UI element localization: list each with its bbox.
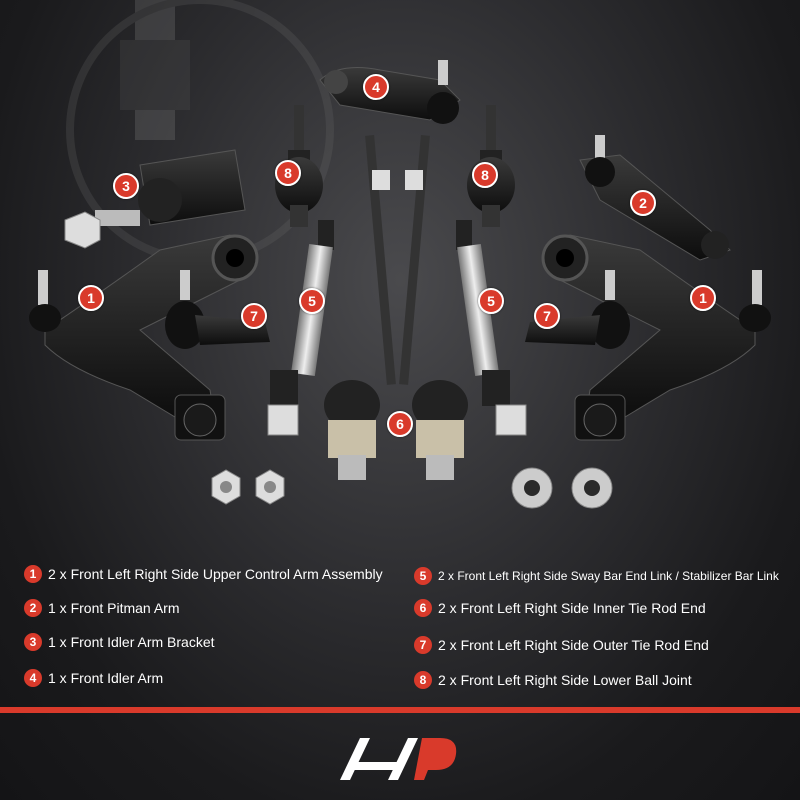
parts-legend: 1 2 x Front Left Right Side Upper Contro… — [0, 548, 800, 698]
callout-1-right: 1 — [690, 285, 716, 311]
legend-number-5: 5 — [414, 567, 432, 585]
legend-item-8: 8 2 x Front Left Right Side Lower Ball J… — [414, 671, 692, 689]
washers — [511, 467, 613, 509]
idler-arm-bracket — [64, 149, 246, 249]
callout-4: 4 — [363, 74, 389, 100]
legend-number-6: 6 — [414, 599, 432, 617]
legend-text-8: 2 x Front Left Right Side Lower Ball Joi… — [438, 672, 692, 688]
legend-item-7: 7 2 x Front Left Right Side Outer Tie Ro… — [414, 636, 709, 654]
legend-number-1: 1 — [24, 565, 42, 583]
legend-item-4: 4 1 x Front Idler Arm — [24, 669, 163, 687]
sway-bar-link-right — [456, 220, 527, 436]
legend-text-7: 2 x Front Left Right Side Outer Tie Rod … — [438, 637, 709, 653]
upper-control-arm-left — [29, 234, 259, 441]
legend-item-3: 3 1 x Front Idler Arm Bracket — [24, 633, 215, 651]
idler-arm — [319, 60, 461, 124]
callout-7-left: 7 — [241, 303, 267, 329]
legend-number-8: 8 — [414, 671, 432, 689]
callout-5-left: 5 — [299, 288, 325, 314]
hex-nuts — [211, 469, 285, 505]
legend-number-4: 4 — [24, 669, 42, 687]
legend-text-1: 2 x Front Left Right Side Upper Control … — [48, 566, 383, 582]
inner-tie-rod-left — [324, 135, 396, 480]
parts-illustration — [29, 0, 771, 509]
legend-text-2: 1 x Front Pitman Arm — [48, 600, 180, 616]
background-strut-graphic — [66, 0, 334, 264]
sway-bar-link-left — [267, 220, 334, 436]
legend-number-3: 3 — [24, 633, 42, 651]
brand-logo-icon — [340, 738, 457, 780]
callout-7-right: 7 — [534, 303, 560, 329]
legend-number-2: 2 — [24, 599, 42, 617]
callout-2: 2 — [630, 190, 656, 216]
callout-8-right: 8 — [472, 162, 498, 188]
callout-3: 3 — [113, 173, 139, 199]
legend-item-5: 5 2 x Front Left Right Side Sway Bar End… — [414, 567, 779, 585]
legend-text-6: 2 x Front Left Right Side Inner Tie Rod … — [438, 600, 706, 616]
callout-8-left: 8 — [275, 160, 301, 186]
red-divider — [0, 707, 800, 713]
callout-5-right: 5 — [478, 288, 504, 314]
legend-text-3: 1 x Front Idler Arm Bracket — [48, 634, 215, 650]
upper-control-arm-right — [541, 234, 771, 441]
callout-1-left: 1 — [78, 285, 104, 311]
legend-item-6: 6 2 x Front Left Right Side Inner Tie Ro… — [414, 599, 706, 617]
inner-tie-rod-right — [399, 135, 468, 480]
legend-number-7: 7 — [414, 636, 432, 654]
legend-text-4: 1 x Front Idler Arm — [48, 670, 164, 686]
legend-item-2: 2 1 x Front Pitman Arm — [24, 599, 179, 617]
callout-6: 6 — [387, 411, 413, 437]
legend-item-1: 1 2 x Front Left Right Side Upper Contro… — [24, 565, 383, 583]
legend-text-5: 2 x Front Left Right Side Sway Bar End L… — [438, 569, 779, 583]
